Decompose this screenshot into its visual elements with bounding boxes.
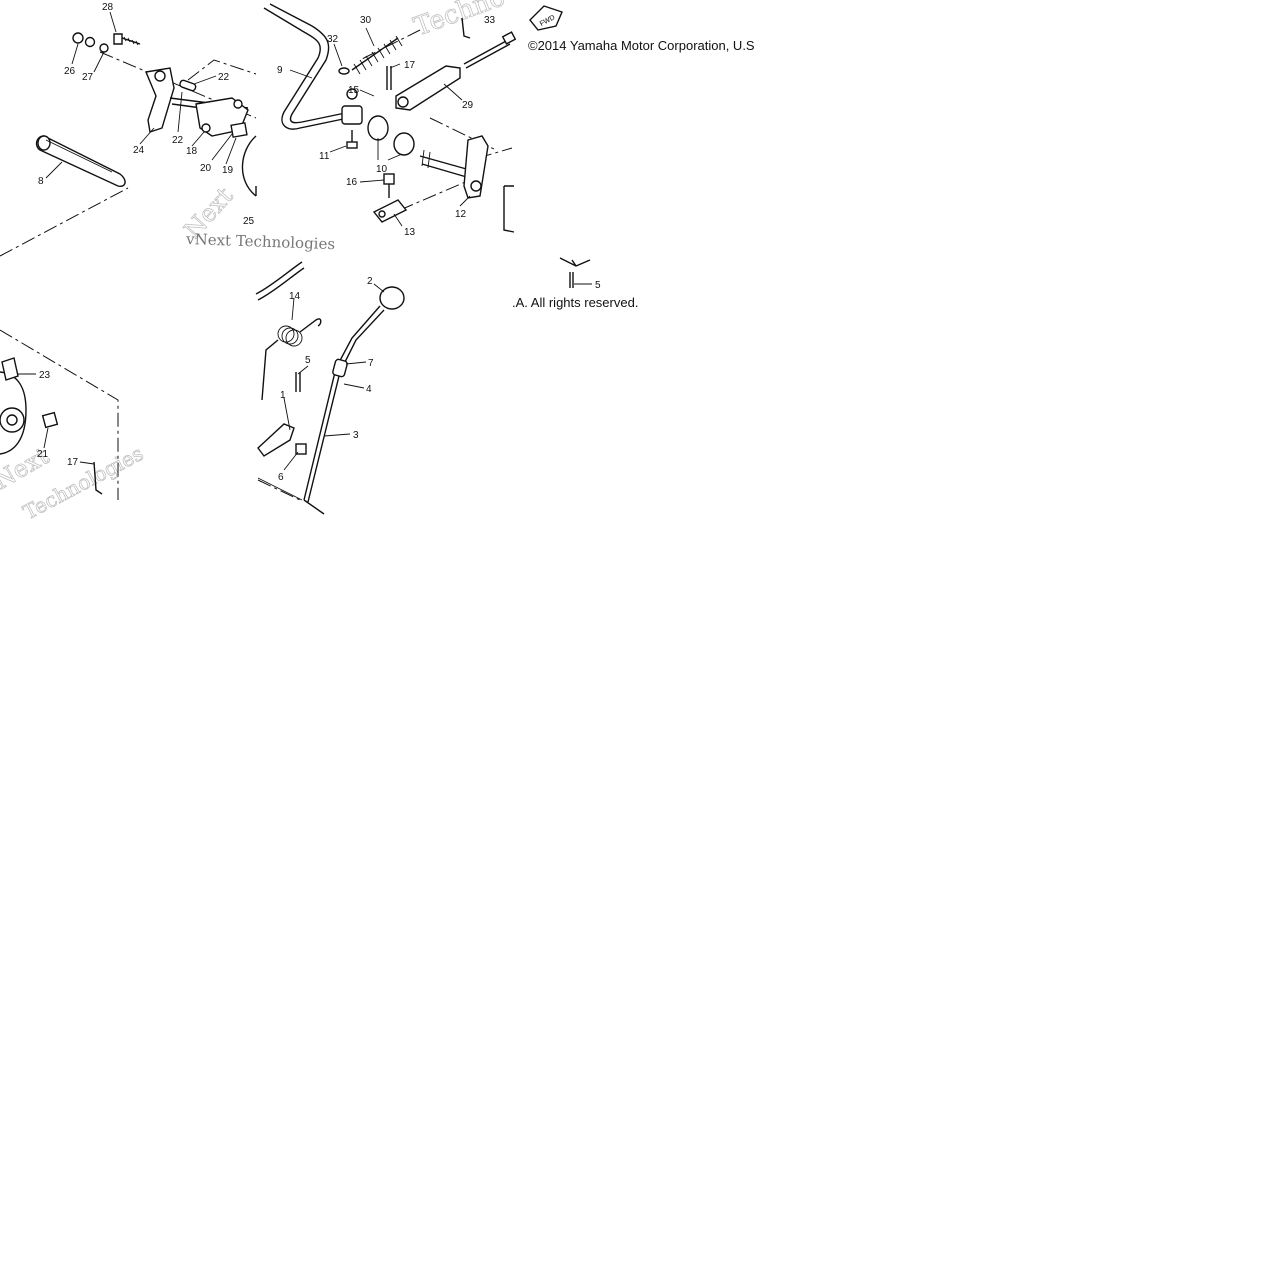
callout-7: 7 (368, 358, 374, 369)
callout-11: 11 (319, 151, 330, 162)
callout-19: 19 (222, 165, 234, 176)
callout-18: 18 (186, 146, 198, 157)
callout-16: 16 (346, 177, 358, 188)
callout-17-upper: 17 (404, 60, 416, 71)
callout-labels: 28 26 27 22 22 24 18 20 19 8 25 30 33 32… (37, 2, 601, 483)
callout-22-a: 22 (218, 72, 230, 83)
callout-23: 23 (39, 370, 51, 381)
callout-22-b: 22 (172, 135, 184, 146)
callout-29: 29 (462, 100, 474, 111)
fwd-arrow-badge: FWD (529, 5, 563, 31)
callout-8: 8 (38, 176, 44, 187)
callout-25: 25 (243, 216, 255, 227)
copyright-top: ©2014 Yamaha Motor Corporation, U.S (528, 38, 755, 53)
callout-14: 14 (289, 291, 301, 302)
left-assembly (0, 32, 257, 495)
callout-17-lower: 17 (67, 457, 79, 468)
watermark-vnext: vNext Technologies (185, 230, 336, 253)
callout-28: 28 (102, 2, 114, 13)
callout-33: 33 (484, 15, 496, 26)
callout-26: 26 (64, 66, 76, 77)
right-small-parts (559, 257, 591, 288)
callout-10: 10 (376, 164, 388, 175)
callout-32: 32 (327, 34, 339, 45)
callout-27: 27 (82, 72, 94, 83)
lower-assembly (255, 261, 405, 515)
callout-21: 21 (37, 449, 49, 460)
callout-12: 12 (455, 209, 467, 220)
callout-24: 24 (133, 145, 145, 156)
callout-1: 1 (280, 390, 286, 401)
callout-6: 6 (278, 472, 284, 483)
center-assembly (255, 3, 517, 233)
leader-lines (18, 11, 592, 471)
callout-2: 2 (367, 276, 373, 287)
callout-9: 9 (277, 65, 283, 76)
callout-5-right: 5 (595, 280, 601, 291)
assembly-lines (0, 29, 513, 501)
copyright-bottom: .A. All rights reserved. (512, 295, 638, 310)
callout-15: 15 (348, 85, 360, 96)
callout-30: 30 (360, 15, 372, 26)
callout-5-lower: 5 (305, 355, 311, 366)
callout-3: 3 (353, 430, 359, 441)
callout-13: 13 (404, 227, 416, 238)
callout-4: 4 (366, 384, 372, 395)
callout-20: 20 (200, 163, 212, 174)
